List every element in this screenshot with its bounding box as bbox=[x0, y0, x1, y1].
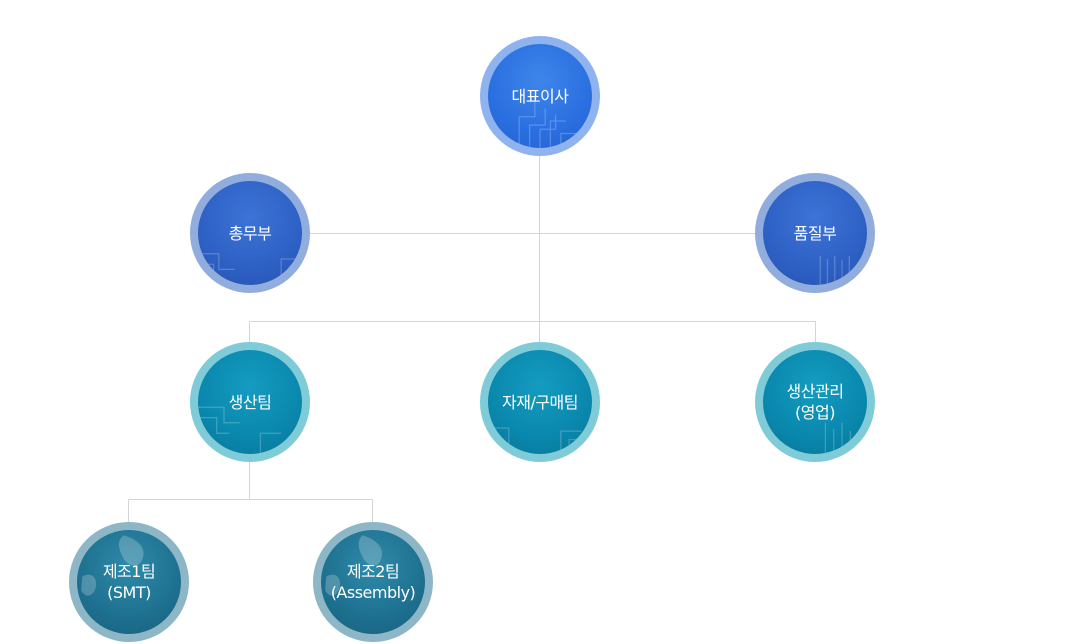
node-manufacturing-team-2: 제조2팀 (Assembly) bbox=[313, 522, 433, 642]
node-quality-circle: 품질부 bbox=[763, 181, 867, 285]
node-production-management-circle: 생산관리 (영업) bbox=[763, 350, 867, 454]
node-production-management-label-line2: (영업) bbox=[795, 403, 835, 422]
node-general-affairs-label: 총무부 bbox=[228, 223, 272, 243]
node-production-management: 생산관리 (영업) bbox=[755, 342, 875, 462]
circuit-pattern-icon bbox=[488, 427, 592, 454]
node-production-team-label: 생산팀 bbox=[228, 392, 272, 412]
circuit-pattern-icon bbox=[819, 255, 850, 285]
node-quality: 품질부 bbox=[755, 173, 875, 293]
node-general-affairs-circle: 총무부 bbox=[198, 181, 302, 285]
node-materials-purchasing-team-label: 자재/구매팀 bbox=[502, 392, 579, 412]
node-ceo: 대표이사 bbox=[480, 36, 600, 156]
node-production-team: 생산팀 bbox=[190, 342, 310, 462]
circuit-pattern-icon bbox=[198, 406, 282, 454]
node-manufacturing-team-2-label-line1: 제조2팀 bbox=[346, 562, 400, 581]
node-ceo-label: 대표이사 bbox=[511, 86, 569, 106]
node-manufacturing-team-2-circle: 제조2팀 (Assembly) bbox=[321, 530, 425, 634]
node-manufacturing-team-1-circle: 제조1팀 (SMT) bbox=[77, 530, 181, 634]
node-quality-label: 품질부 bbox=[793, 223, 837, 243]
node-manufacturing-team-1-label-line2: (SMT) bbox=[107, 583, 151, 602]
node-manufacturing-team-1: 제조1팀 (SMT) bbox=[69, 522, 189, 642]
node-manufacturing-team-2-label-line2: (Assembly) bbox=[330, 583, 416, 602]
node-general-affairs: 총무부 bbox=[190, 173, 310, 293]
node-production-management-label-line1: 생산관리 bbox=[786, 382, 844, 401]
node-manufacturing-team-1-label-line1: 제조1팀 bbox=[102, 562, 156, 581]
circuit-pattern-icon bbox=[198, 253, 302, 285]
node-ceo-circle: 대표이사 bbox=[488, 44, 592, 148]
node-production-team-circle: 생산팀 bbox=[198, 350, 302, 454]
globe-map-icon bbox=[325, 535, 382, 596]
circuit-pattern-icon bbox=[518, 101, 577, 148]
circuit-pattern-icon bbox=[824, 422, 851, 454]
node-materials-purchasing-team-circle: 자재/구매팀 bbox=[488, 350, 592, 454]
node-materials-purchasing-team: 자재/구매팀 bbox=[480, 342, 600, 462]
globe-map-icon bbox=[81, 535, 144, 596]
